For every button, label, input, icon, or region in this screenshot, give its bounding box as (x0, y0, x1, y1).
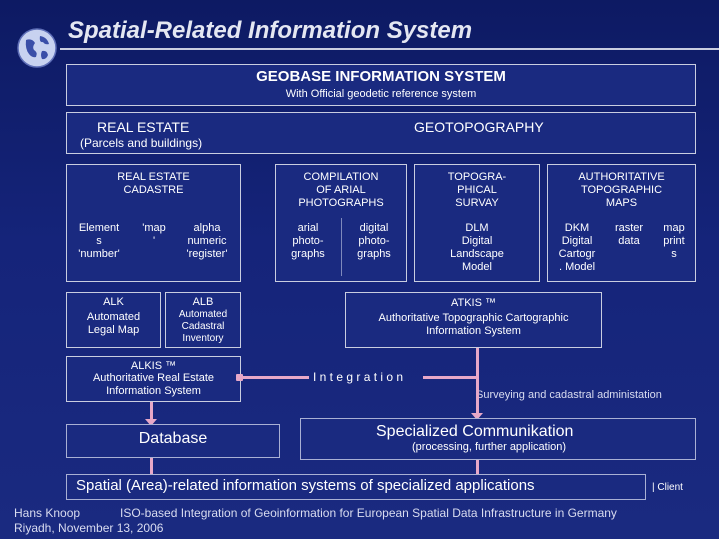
geobase-box (66, 64, 696, 106)
cadastre-title: REAL ESTATE CADASTRE (117, 171, 190, 196)
alkis-box (66, 356, 241, 402)
arial-photographs-label: arial photo- graphs (291, 222, 325, 260)
communication-box (300, 418, 696, 460)
alpha-label: alpha numeric 'register' (186, 222, 228, 260)
dlm-label: DLM Digital Landscape Model (450, 222, 504, 273)
title-divider (60, 48, 719, 50)
alb-box (165, 292, 241, 348)
database-box (66, 424, 280, 458)
integration-to-communication-arrow (476, 379, 479, 416)
alk-box (66, 292, 161, 348)
real-estate-subheading: (Parcels and buildings) (80, 136, 203, 150)
footer-author: Hans Knoop (14, 506, 81, 520)
atkis-description: Authoritative Topographic Cartographic I… (378, 312, 569, 337)
survey-box (414, 164, 540, 282)
dkm-label: DKM Digital Cartogr . Model (558, 222, 596, 273)
geotopography-heading: GEOTOPOGRAPHY (414, 119, 544, 135)
integration-to-communication-arrowhead (471, 413, 483, 420)
database-down-connector (150, 458, 153, 474)
database-label: Database (138, 430, 208, 447)
surveying-note: Surveying and cadastral administation (476, 389, 662, 401)
globe-icon (17, 28, 57, 68)
footer-talk-title: ISO-based Integration of Geoinformation … (120, 506, 617, 520)
page-title: Spatial-Related Information System (68, 17, 473, 44)
integration-connector-left (241, 376, 309, 379)
footer-venue: Riyadh, November 13, 2006 (14, 521, 164, 535)
photographs-title: COMPILATION OF ARIAL PHOTOGRAPHS (298, 171, 384, 209)
communication-down-connector (476, 460, 479, 474)
survey-title: TOPOGRA- PHICAL SURVAY (447, 171, 507, 209)
atkis-box (345, 292, 602, 348)
alkis-to-database-arrowhead (145, 419, 157, 426)
maps-title: AUTHORITATIVE TOPOGRAPHIC MAPS (578, 171, 665, 209)
communication-subtitle: (processing, further application) (412, 441, 567, 453)
atkis-down-connector (476, 348, 479, 378)
integration-label: I n t e g r a t i o n (313, 370, 404, 384)
alb-description: Automated Cadastral Inventory (178, 309, 228, 344)
alk-description: Automated Legal Map (86, 311, 141, 336)
connector-node-left (236, 374, 243, 381)
geobase-title: GEOBASE INFORMATION SYSTEM (256, 68, 506, 85)
alk-title: ALK (103, 296, 124, 308)
element-label: Element s 'number' (78, 222, 120, 260)
alkis-to-database-arrow (150, 402, 153, 420)
domains-header-box (66, 112, 696, 154)
spatial-systems-label: Spatial (Area)-related information syste… (76, 477, 535, 494)
maps-box (547, 164, 696, 282)
alkis-description: Authoritative Real Estate Information Sy… (92, 372, 215, 397)
raster-data-label: raster data (614, 222, 644, 247)
digital-photographs-label: digital photo- graphs (357, 222, 391, 260)
atkis-title: ATKIS ™ (450, 297, 497, 309)
alkis-title: ALKIS ™ (130, 360, 177, 372)
map-prints-label: map print s (663, 222, 685, 260)
real-estate-heading: REAL ESTATE (97, 119, 190, 135)
map-label: 'map ' (142, 222, 166, 247)
alb-title: ALB (192, 296, 214, 308)
integration-connector-right (423, 376, 479, 379)
client-label: | Client (652, 482, 683, 493)
geobase-subtitle: With Official geodetic reference system (285, 88, 477, 100)
spatial-systems-box (66, 474, 646, 500)
cadastre-box (66, 164, 241, 282)
photographs-divider (341, 218, 342, 276)
communication-title: Specialized Communikation (376, 423, 574, 440)
